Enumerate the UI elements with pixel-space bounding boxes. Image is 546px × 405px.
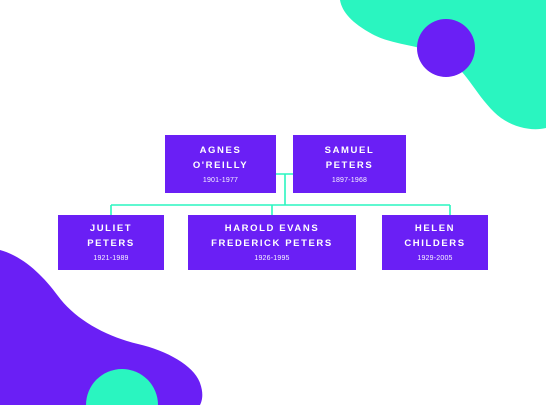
person-name-line2: PETERS xyxy=(87,238,135,249)
person-name-line2: FREDERICK PETERS xyxy=(211,238,333,249)
person-dates: 1897-1968 xyxy=(331,176,368,184)
bottom-left-purple-blob xyxy=(0,250,203,405)
person-name-line2: O'REILLY xyxy=(192,159,249,171)
person-box-harold-peters: HAROLD EVANS FREDERICK PETERS 1926-1995 xyxy=(188,215,356,270)
person-box-samuel-peters: SAMUEL PETERS 1897-1968 xyxy=(293,135,406,193)
person-box-agnes-oreilly: AGNES O'REILLY 1901-1977 xyxy=(165,135,276,193)
person-name-line1: HAROLD EVANS xyxy=(224,223,320,234)
person-name-line1: AGNES xyxy=(199,144,242,156)
person-dates: 1926-1995 xyxy=(254,255,290,262)
person-name-line1: JULIET xyxy=(89,223,133,234)
person-name-line1: HELEN xyxy=(414,223,456,234)
person-name-line1: SAMUEL xyxy=(324,144,375,156)
top-right-purple-circle xyxy=(417,19,475,77)
person-box-helen-childers: HELEN CHILDERS 1929-2005 xyxy=(382,215,488,270)
person-name-line2: PETERS xyxy=(325,159,374,171)
person-dates: 1921-1989 xyxy=(93,255,129,262)
person-dates: 1901-1977 xyxy=(202,176,239,184)
top-right-mint-blob xyxy=(340,0,546,130)
person-box-juliet-peters: JULIET PETERS 1921-1989 xyxy=(58,215,164,270)
person-name-line2: CHILDERS xyxy=(404,238,466,249)
person-dates: 1929-2005 xyxy=(417,255,453,262)
bottom-left-mint-circle xyxy=(86,369,158,405)
